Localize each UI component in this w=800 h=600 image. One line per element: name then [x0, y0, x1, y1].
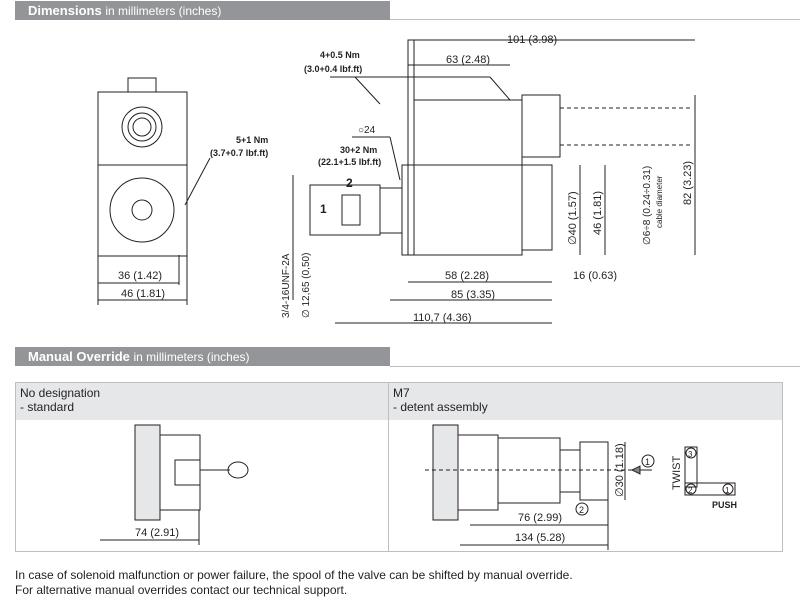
dimensions-header: Dimensions in millimeters (inches) [15, 1, 390, 20]
dim-85: 85 (3.35) [451, 289, 495, 301]
dim-101: 101 (3.98) [507, 34, 557, 46]
manual-override-table: No designation - standard M7 - detent as… [15, 382, 783, 552]
dim-12: ∅ 12,65 (0,50) [301, 253, 312, 318]
port-2-label: 2 [346, 176, 353, 190]
column-title: No designation [20, 386, 101, 400]
torque-cartridge-imperial: (22.1+1.5 lbf.ft) [318, 157, 381, 167]
connector [521, 94, 561, 158]
column-m7: M7 - detent assembly [389, 383, 782, 420]
dim-36: 36 (1.42) [118, 270, 162, 282]
dim-63: 63 (2.48) [446, 54, 490, 66]
dim-110: 110,7 (4.36) [413, 312, 472, 324]
footer-line-2: For alternative manual overrides contact… [15, 583, 348, 597]
torque-coil-nut-imperial: (3.7+0.7 lbf.ft) [210, 148, 268, 158]
dim-thread: 3/4-16UNF-2A [281, 253, 292, 318]
manual-override-header: Manual Override in millimeters (inches) [15, 347, 390, 366]
column-title: M7 [393, 386, 410, 400]
torque-connector: 4+0.5 Nm [320, 50, 360, 60]
dim-46: 46 (1.81) [121, 288, 165, 300]
coil-top-view [97, 91, 188, 166]
dimensions-drawing: 36 (1.42) 46 (1.81) 5+1 Nm (3.7+0.7 lbf.… [97, 34, 696, 324]
wrench-size: ○24 [358, 125, 376, 136]
column-subtitle: - standard [20, 400, 75, 414]
dim-58: 58 (2.28) [445, 270, 489, 282]
torque-cartridge: 30+2 Nm [340, 145, 377, 155]
section-title: Manual Override [28, 349, 130, 364]
port-1-label: 1 [320, 202, 327, 216]
footer-note: In case of solenoid malfunction or power… [15, 568, 573, 598]
divider [390, 366, 800, 367]
coil-front-view [97, 164, 188, 257]
solenoid-body [401, 164, 523, 256]
dim-46-vertical: 46 (1.81) [592, 191, 604, 235]
section-subtitle: in millimeters (inches) [105, 4, 222, 18]
dim-40: ∅40 (1.57) [567, 191, 579, 245]
dim-16: 16 (0.63) [573, 270, 617, 282]
section-subtitle: in millimeters (inches) [133, 350, 250, 364]
column-subtitle: - detent assembly [393, 400, 488, 414]
divider [390, 19, 800, 20]
dim-82: 82 (3.23) [682, 161, 694, 205]
dim-cable: ∅6÷8 (0.24÷0.31) [642, 166, 653, 245]
section-title: Dimensions [28, 3, 102, 18]
column-standard: No designation - standard [16, 383, 388, 420]
torque-connector-imperial: (3.0+0.4 lbf.ft) [304, 64, 362, 74]
cable-diameter-label: cable diameter [655, 175, 664, 228]
footer-line-1: In case of solenoid malfunction or power… [15, 568, 573, 582]
column-divider [388, 383, 389, 551]
torque-coil-nut: 5+1 Nm [236, 135, 268, 145]
